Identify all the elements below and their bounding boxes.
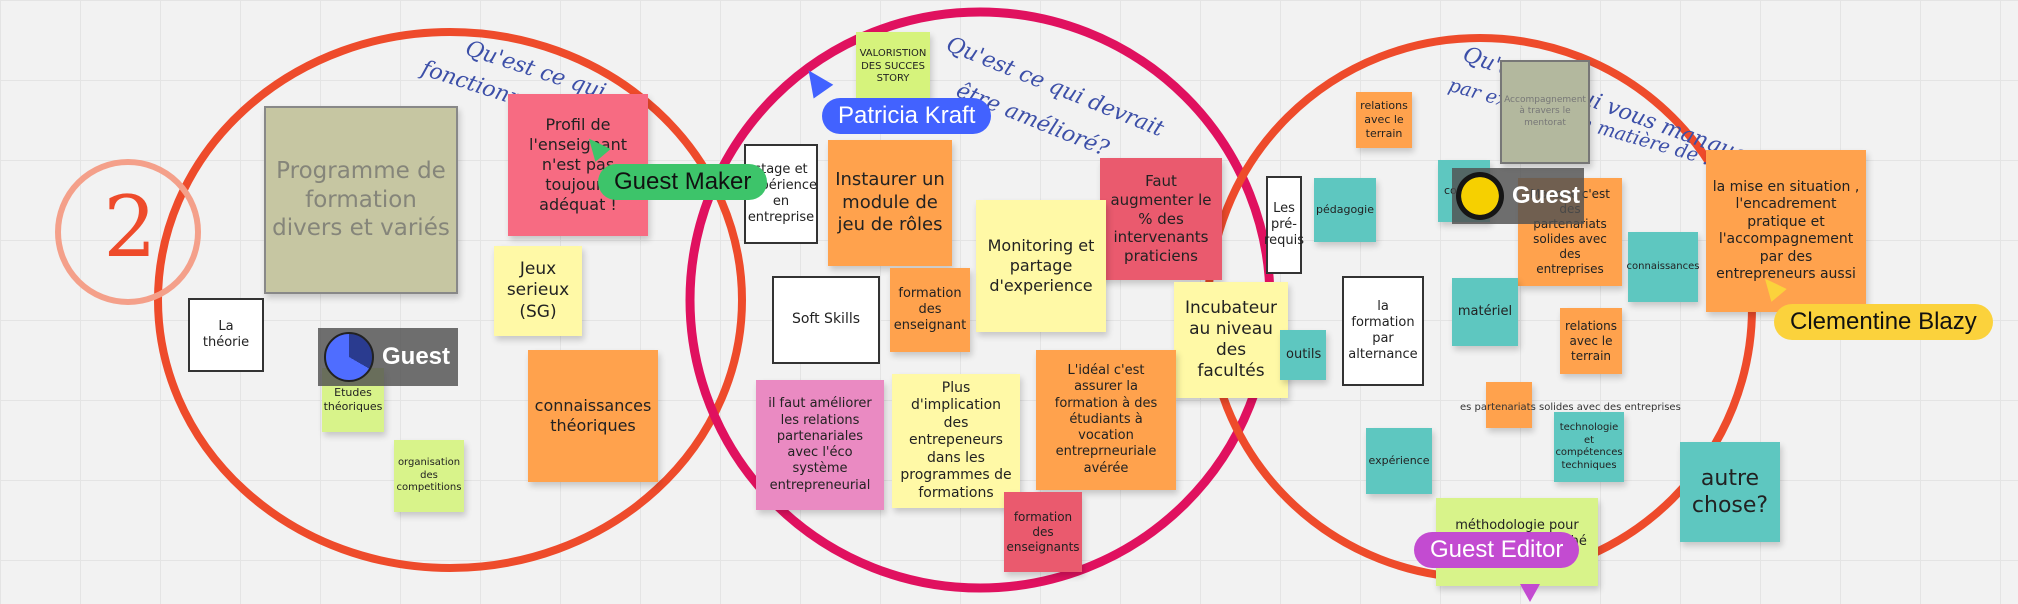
guest-card-right: Guest: [1452, 168, 1584, 224]
sticky-connaissances-right[interactable]: connaissances: [1627, 232, 1699, 302]
sticky-autre-chose[interactable]: autre chose?: [1680, 442, 1780, 542]
guest-label: Guest: [382, 343, 451, 370]
sticky-faut-augmenter[interactable]: Faut augmenter le % des intervenants pra…: [1100, 158, 1222, 280]
cursor-label-guest-maker: Guest Maker: [598, 164, 768, 200]
sticky-programme[interactable]: Programme de formation divers et variés: [264, 106, 458, 294]
box-soft-skills[interactable]: Soft Skills: [772, 276, 880, 364]
box-la-theorie[interactable]: La théorie: [188, 298, 264, 372]
sticky-mise-en-situation[interactable]: la mise en situation , l'encadrement pra…: [1706, 150, 1866, 312]
guest-label-right: Guest: [1512, 182, 1581, 209]
partenariats-text: es partenariats solides avec des entrepr…: [1460, 402, 1681, 413]
box-prerequis[interactable]: Les pré-requis: [1264, 176, 1304, 274]
sticky-pedagogie[interactable]: pédagogie: [1314, 178, 1376, 242]
guest-card-left: Guest: [318, 328, 458, 386]
sticky-relations-terrain-2[interactable]: relations avec le terrain: [1560, 308, 1622, 374]
sticky-experience[interactable]: expérience: [1366, 428, 1432, 494]
box-alternance[interactable]: la formation par alternance: [1342, 276, 1424, 386]
ring-left: [154, 28, 746, 572]
sticky-ideal[interactable]: L'idéal c'est assurer la formation à des…: [1036, 350, 1176, 490]
cursor-label-patricia: Patricia Kraft: [822, 98, 992, 134]
step-number: 2: [103, 178, 157, 276]
cursor-label-guest-editor: Guest Editor: [1414, 532, 1580, 568]
guest-pie-icon: [324, 332, 374, 382]
sticky-profil[interactable]: Profil de l'enseignant n'est pas toujour…: [508, 94, 648, 236]
sticky-incubateur[interactable]: Incubateur au niveau des facultés: [1174, 282, 1288, 398]
sticky-accompagnement[interactable]: Accompagnement à travers le mentorat: [1500, 60, 1590, 164]
sticky-materiel[interactable]: matériel: [1452, 278, 1518, 346]
sticky-connaissances-theoriques[interactable]: connaissances théoriques: [528, 350, 658, 482]
sticky-monitoring[interactable]: Monitoring et partage d'experience: [976, 200, 1106, 332]
sticky-ameliorer-relations[interactable]: il faut améliorer les relations partenar…: [756, 380, 884, 510]
sticky-implication[interactable]: Plus d'implication des entrepeneurs dans…: [892, 374, 1020, 508]
sticky-jeux-serieux[interactable]: Jeux serieux (SG): [494, 246, 582, 336]
step-number-circle: [55, 159, 201, 305]
guest-ball-icon: [1456, 172, 1504, 220]
sticky-technologie[interactable]: technologie et compétences techniques: [1554, 412, 1624, 482]
sticky-formation-enseignant[interactable]: formation des enseignant: [890, 268, 970, 352]
cursor-guest-editor-icon: [1520, 584, 1540, 602]
sticky-relations-terrain-1[interactable]: relations avec le terrain: [1356, 92, 1412, 148]
sticky-small-orange[interactable]: [1486, 382, 1532, 428]
cursor-label-clementine: Clementine Blazy: [1774, 304, 1993, 340]
sticky-organisation[interactable]: organisation des competitions: [394, 440, 464, 512]
sticky-formation-enseignants[interactable]: formation des enseignants: [1004, 492, 1082, 572]
sticky-outils[interactable]: outils: [1280, 330, 1326, 380]
sticky-instaurer[interactable]: Instaurer un module de jeu de rôles: [828, 140, 952, 266]
sticky-valorisation[interactable]: VALORISTION DES SUCCES STORY: [856, 32, 930, 102]
